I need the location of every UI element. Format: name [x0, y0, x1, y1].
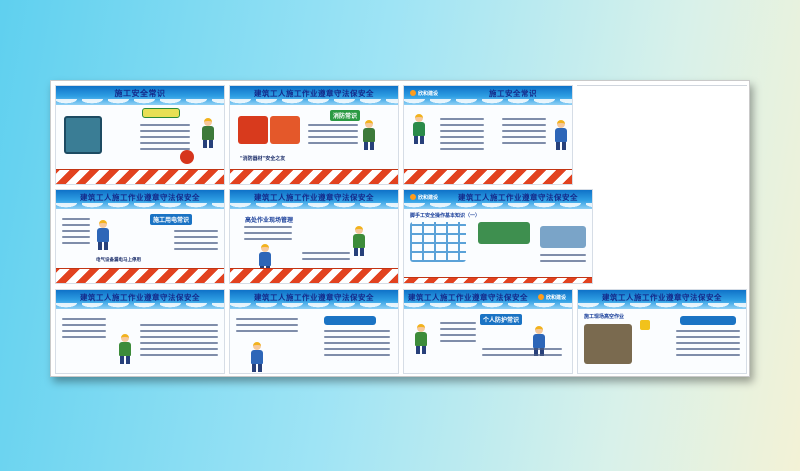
- caption: "消防器材"安全之友: [240, 156, 286, 162]
- text-lines: [502, 118, 546, 148]
- text-lines: [440, 118, 484, 154]
- worker-figure: [554, 120, 568, 150]
- section-badge: 个人防护常识: [480, 314, 523, 325]
- company-logo: 欣和建设: [410, 194, 438, 201]
- panel-title: 建筑工人施工作业遵章守法保安全: [254, 89, 374, 98]
- text-lines: [140, 124, 190, 154]
- section-heading: 施工现场高空作业: [584, 314, 625, 320]
- worker-figure: [250, 342, 264, 372]
- panel-title: 施工安全常识: [114, 89, 166, 98]
- text-lines: [540, 254, 586, 266]
- worker-figure: [201, 118, 215, 148]
- panel-title: 建筑工人施工作业遵章守法保安全: [80, 293, 200, 302]
- worker-figure: [414, 324, 428, 354]
- section-badge: 消防常识: [330, 110, 361, 121]
- section-badge: 高处作业现场管理: [245, 217, 294, 224]
- text-lines: [676, 330, 740, 360]
- text-lines: [244, 226, 292, 244]
- panel-1: 施工安全常识: [55, 85, 225, 185]
- worker-figure: [96, 220, 110, 250]
- worker-figure: [352, 226, 366, 256]
- text-lines: [308, 124, 358, 148]
- worker-figure: [118, 334, 132, 364]
- text-lines: [236, 318, 298, 336]
- panel-title: 建筑工人施工作业遵章守法保安全: [458, 193, 578, 202]
- text-lines: [62, 218, 90, 248]
- warning-sign-icon: [640, 320, 650, 330]
- panel-10: 建筑工人施工作业遵章守法保安全 施工现场高空作业: [577, 289, 747, 374]
- panel-title: 建筑工人施工作业遵章守法保安全: [254, 193, 374, 202]
- machine-illustration: [64, 116, 102, 154]
- panel-title: 建筑工人施工作业遵章守法保安全: [602, 293, 722, 302]
- blank-area-border: [577, 85, 747, 86]
- panel-title: 建筑工人施工作业遵章守法保安全: [254, 293, 374, 302]
- text-lines: [324, 330, 390, 360]
- text-lines: [482, 348, 562, 360]
- photo-block: [540, 226, 586, 248]
- text-lines: [62, 318, 106, 342]
- panel-4: 建筑工人施工作业遵章守法保安全 施工用电常识 电气设备漏电马上停用: [55, 189, 225, 284]
- panel-3: 欣和建设 施工安全常识: [403, 85, 573, 185]
- photo-block: [478, 222, 530, 244]
- text-lines: [140, 324, 218, 360]
- panel-7: 建筑工人施工作业遵章守法保安全: [55, 289, 225, 374]
- text-lines: [440, 322, 476, 346]
- panel-title: 施工安全常识: [489, 89, 537, 98]
- fire-cabinet-illustration: [270, 116, 300, 144]
- fire-cabinet-illustration: [238, 116, 268, 144]
- panel-5: 建筑工人施工作业遵章守法保安全 高处作业现场管理: [229, 189, 399, 284]
- company-logo: 欣和建设: [410, 90, 438, 97]
- poster-sheet: 施工安全常识 建筑工人施工作业遵章守法保安全 消防常识 "消防器材"安全之友 欣…: [50, 80, 750, 377]
- text-lines: [174, 230, 218, 254]
- section-badge-box: [680, 316, 736, 325]
- worker-figure: [532, 326, 546, 356]
- scaffold-illustration: [410, 222, 466, 262]
- section-heading: 脚手工安全操作基本知识（一）: [410, 213, 481, 219]
- sign-board: [142, 108, 180, 118]
- caption: 电气设备漏电马上停用: [96, 258, 141, 263]
- stop-sign-icon: [180, 150, 194, 164]
- panel-9: 欣和建设 建筑工人施工作业遵章守法保安全 个人防护常识: [403, 289, 573, 374]
- panel-6: 欣和建设 建筑工人施工作业遵章守法保安全 脚手工安全操作基本知识（一）: [403, 189, 593, 284]
- photo-block: [584, 324, 632, 364]
- hazard-stripe: [56, 169, 224, 184]
- panel-title: 建筑工人施工作业遵章守法保安全: [80, 193, 200, 202]
- worker-figure: [362, 120, 376, 150]
- company-logo: 欣和建设: [538, 294, 566, 301]
- panel-2: 建筑工人施工作业遵章守法保安全 消防常识 "消防器材"安全之友: [229, 85, 399, 185]
- panel-8: 建筑工人施工作业遵章守法保安全: [229, 289, 399, 374]
- text-lines: [302, 252, 350, 264]
- section-badge-box: [324, 316, 376, 325]
- panel-title: 建筑工人施工作业遵章守法保安全: [408, 293, 528, 302]
- section-badge: 施工用电常识: [150, 214, 193, 225]
- worker-figure: [412, 114, 426, 144]
